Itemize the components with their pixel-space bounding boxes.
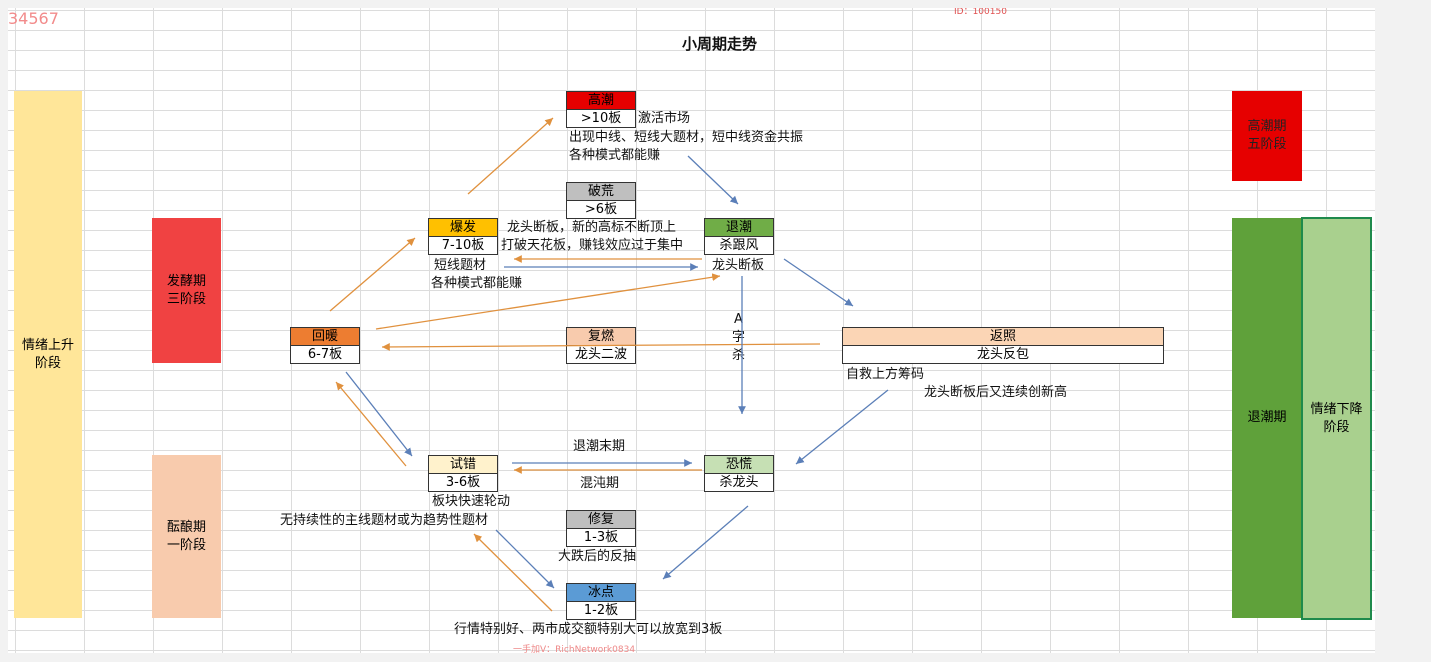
note-ebb-1: 龙头断板 <box>712 258 765 273</box>
note-repair-1: 大跌后的反抽 <box>558 549 637 564</box>
node-revive-sub: 龙头二波 <box>566 345 636 364</box>
band-climax: 高潮期 五阶段 <box>1232 91 1302 181</box>
note-retreat-end: 退潮末期 <box>573 439 626 454</box>
node-trial-label: 试错 <box>428 455 498 474</box>
band-ferment: 发酵期 三阶段 <box>152 218 221 363</box>
note-burst-1: 短线题材 <box>434 258 487 273</box>
note-burst-2: 各种模式都能赚 <box>431 276 523 291</box>
band-retreat: 退潮期 <box>1232 218 1302 618</box>
band-fall: 情绪下降 阶段 <box>1301 217 1372 620</box>
arrow-freeze-to-trial <box>473 533 553 612</box>
spreadsheet-canvas: 34567 ID：100150 一手加V：RichNetwork0834 小周期… <box>8 8 1375 653</box>
watermark-id: ID：100150 <box>954 8 1007 17</box>
arrow-ebb-to-reflect <box>783 258 854 307</box>
node-reflect-label: 返照 <box>842 327 1164 346</box>
node-burst-sub: 7-10板 <box>428 236 498 255</box>
node-panic-sub: 杀龙头 <box>704 473 774 492</box>
flow-arrows <box>329 117 889 612</box>
note-freeze-1: 行情特别好、两市成交额特别大可以放宽到3板 <box>454 622 723 637</box>
note-reflect-2: 龙头断板后又连续创新高 <box>924 385 1068 400</box>
watermark-bottom: 一手加V：RichNetwork0834 <box>513 645 636 653</box>
arrow-panic-to-freeze <box>662 505 749 580</box>
arrow-warm-to-trial <box>345 371 413 457</box>
page-title: 小周期走势 <box>682 35 758 53</box>
node-climax-sub: >10板 <box>566 109 636 128</box>
arrow-trial-to-freeze <box>495 529 555 589</box>
node-reflect-sub: 龙头反包 <box>842 345 1164 364</box>
node-repair-label: 修复 <box>566 510 636 529</box>
node-ebb-sub: 杀跟风 <box>704 236 774 255</box>
note-climax-1: 激活市场 <box>638 111 691 126</box>
arrow-reflect-to-warm <box>381 343 821 351</box>
node-freeze-label: 冰点 <box>566 583 636 602</box>
arrow-warm-to-ebb <box>375 273 721 330</box>
node-climax-label: 高潮 <box>566 91 636 110</box>
node-trial-sub: 3-6板 <box>428 473 498 492</box>
note-climax-3: 各种模式都能赚 <box>569 148 661 163</box>
watermark-number: 34567 <box>8 9 59 28</box>
node-break-sub: >6板 <box>566 200 636 219</box>
node-repair-sub: 1-3板 <box>566 528 636 547</box>
arrow-trial-to-warm <box>335 381 407 467</box>
note-burst-right-2: 打破天花板，赚钱效应过于集中 <box>501 238 684 253</box>
node-panic-label: 恐慌 <box>704 455 774 474</box>
node-freeze-sub: 1-2板 <box>566 601 636 620</box>
node-warm-sub: 6-7板 <box>290 345 360 364</box>
note-trial-1: 板块快速轮动 <box>432 494 511 509</box>
arrow-reflect-to-panic <box>795 389 889 465</box>
band-rise: 情绪上升 阶段 <box>14 91 82 618</box>
node-ebb-label: 退潮 <box>704 218 774 237</box>
note-trial-2: 无持续性的主线题材或为趋势性题材 <box>280 513 489 528</box>
node-burst-label: 爆发 <box>428 218 498 237</box>
node-break-label: 破荒 <box>566 182 636 201</box>
arrow-burst-to-climax <box>467 117 554 195</box>
arrow-warm-to-burst <box>329 237 416 312</box>
arrow-climax-to-ebb <box>687 155 739 205</box>
note-reflect-1: 自救上方筹码 <box>846 367 925 382</box>
node-warm-label: 回暖 <box>290 327 360 346</box>
band-brew: 酝酿期 一阶段 <box>152 455 221 618</box>
note-burst-right-1: 龙头断板，新的高标不断顶上 <box>507 220 677 235</box>
note-chaos: 混沌期 <box>580 476 620 491</box>
note-a-kill-1: A <box>734 312 743 327</box>
note-climax-2: 出现中线、短线大题材，短中线资金共振 <box>569 130 804 145</box>
node-revive-label: 复燃 <box>566 327 636 346</box>
